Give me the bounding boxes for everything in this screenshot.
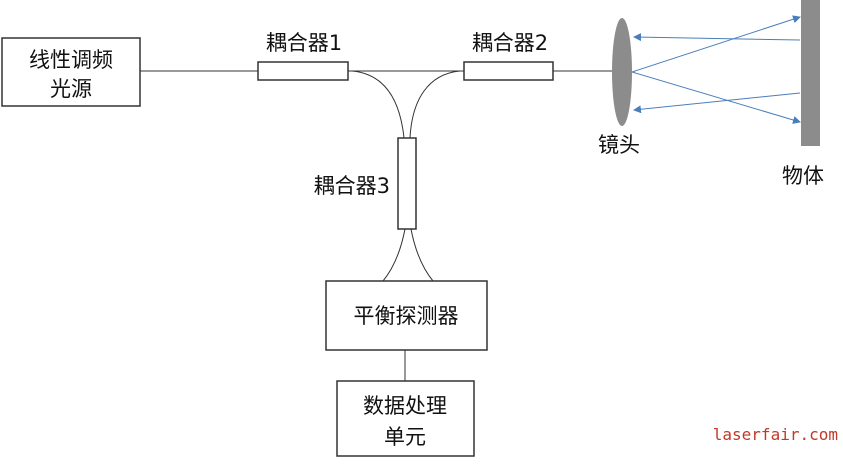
fiber-coupler2-to-coupler3 bbox=[409, 70, 461, 139]
processor-label-line1: 数据处理 bbox=[363, 394, 447, 418]
fiber-coupler1-to-coupler3 bbox=[351, 70, 405, 139]
coupler2-label: 耦合器2 bbox=[472, 31, 548, 55]
labels: 线性调频 光源 耦合器1 耦合器2 耦合器3 镜头 物体 平衡探测器 数据处理 … bbox=[29, 31, 824, 449]
lens-shape bbox=[612, 18, 632, 126]
processor-label-line2: 单元 bbox=[384, 425, 426, 449]
coupler1-box bbox=[257, 61, 349, 81]
detector-box bbox=[325, 280, 488, 351]
watermark-text: laserfair.com bbox=[713, 425, 838, 444]
ray-lower-outgoing bbox=[631, 71, 801, 124]
object-label: 物体 bbox=[782, 164, 824, 188]
processor-box bbox=[336, 380, 475, 457]
coupler3-label: 耦合器3 bbox=[314, 174, 390, 198]
ray-upper-outgoing bbox=[631, 15, 801, 73]
beam-rays bbox=[631, 15, 801, 124]
ray-upper-return bbox=[633, 33, 801, 42]
coupler2-box bbox=[463, 61, 554, 81]
source-label-line2: 光源 bbox=[50, 77, 92, 101]
coupler1-label: 耦合器1 bbox=[266, 31, 342, 55]
ray-lower-return bbox=[633, 92, 801, 114]
fiber-coupler3-to-detector-right bbox=[410, 228, 434, 282]
source-label-line1: 线性调频 bbox=[29, 48, 113, 72]
coupler3-box bbox=[397, 137, 417, 230]
detector-label: 平衡探测器 bbox=[354, 304, 459, 328]
fiber-lines bbox=[140, 70, 612, 381]
source-box bbox=[1, 37, 141, 107]
lens-label: 镜头 bbox=[598, 133, 640, 157]
boxes bbox=[1, 37, 554, 457]
fiber-coupler3-to-detector-left bbox=[382, 228, 406, 282]
object-plate bbox=[801, 0, 820, 146]
